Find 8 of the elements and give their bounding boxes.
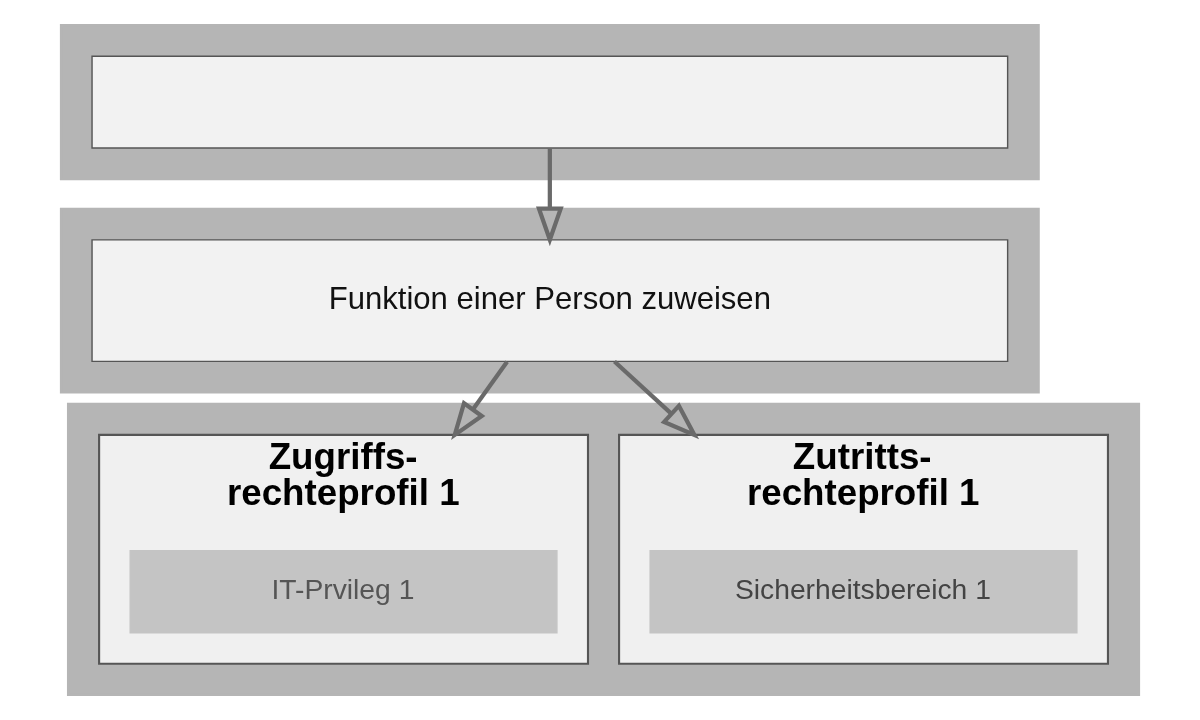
arrow: [613, 359, 700, 440]
node-box: Sicherheitsbereich 1: [649, 550, 1078, 634]
node-box: IT-Prvileg 1: [129, 550, 558, 634]
arrow: [451, 360, 509, 441]
arrow: [535, 148, 564, 247]
node-box: Funktion einer Person zuweisen: [91, 239, 1009, 363]
cluster: [59, 24, 1040, 181]
node-box: [91, 55, 1009, 149]
